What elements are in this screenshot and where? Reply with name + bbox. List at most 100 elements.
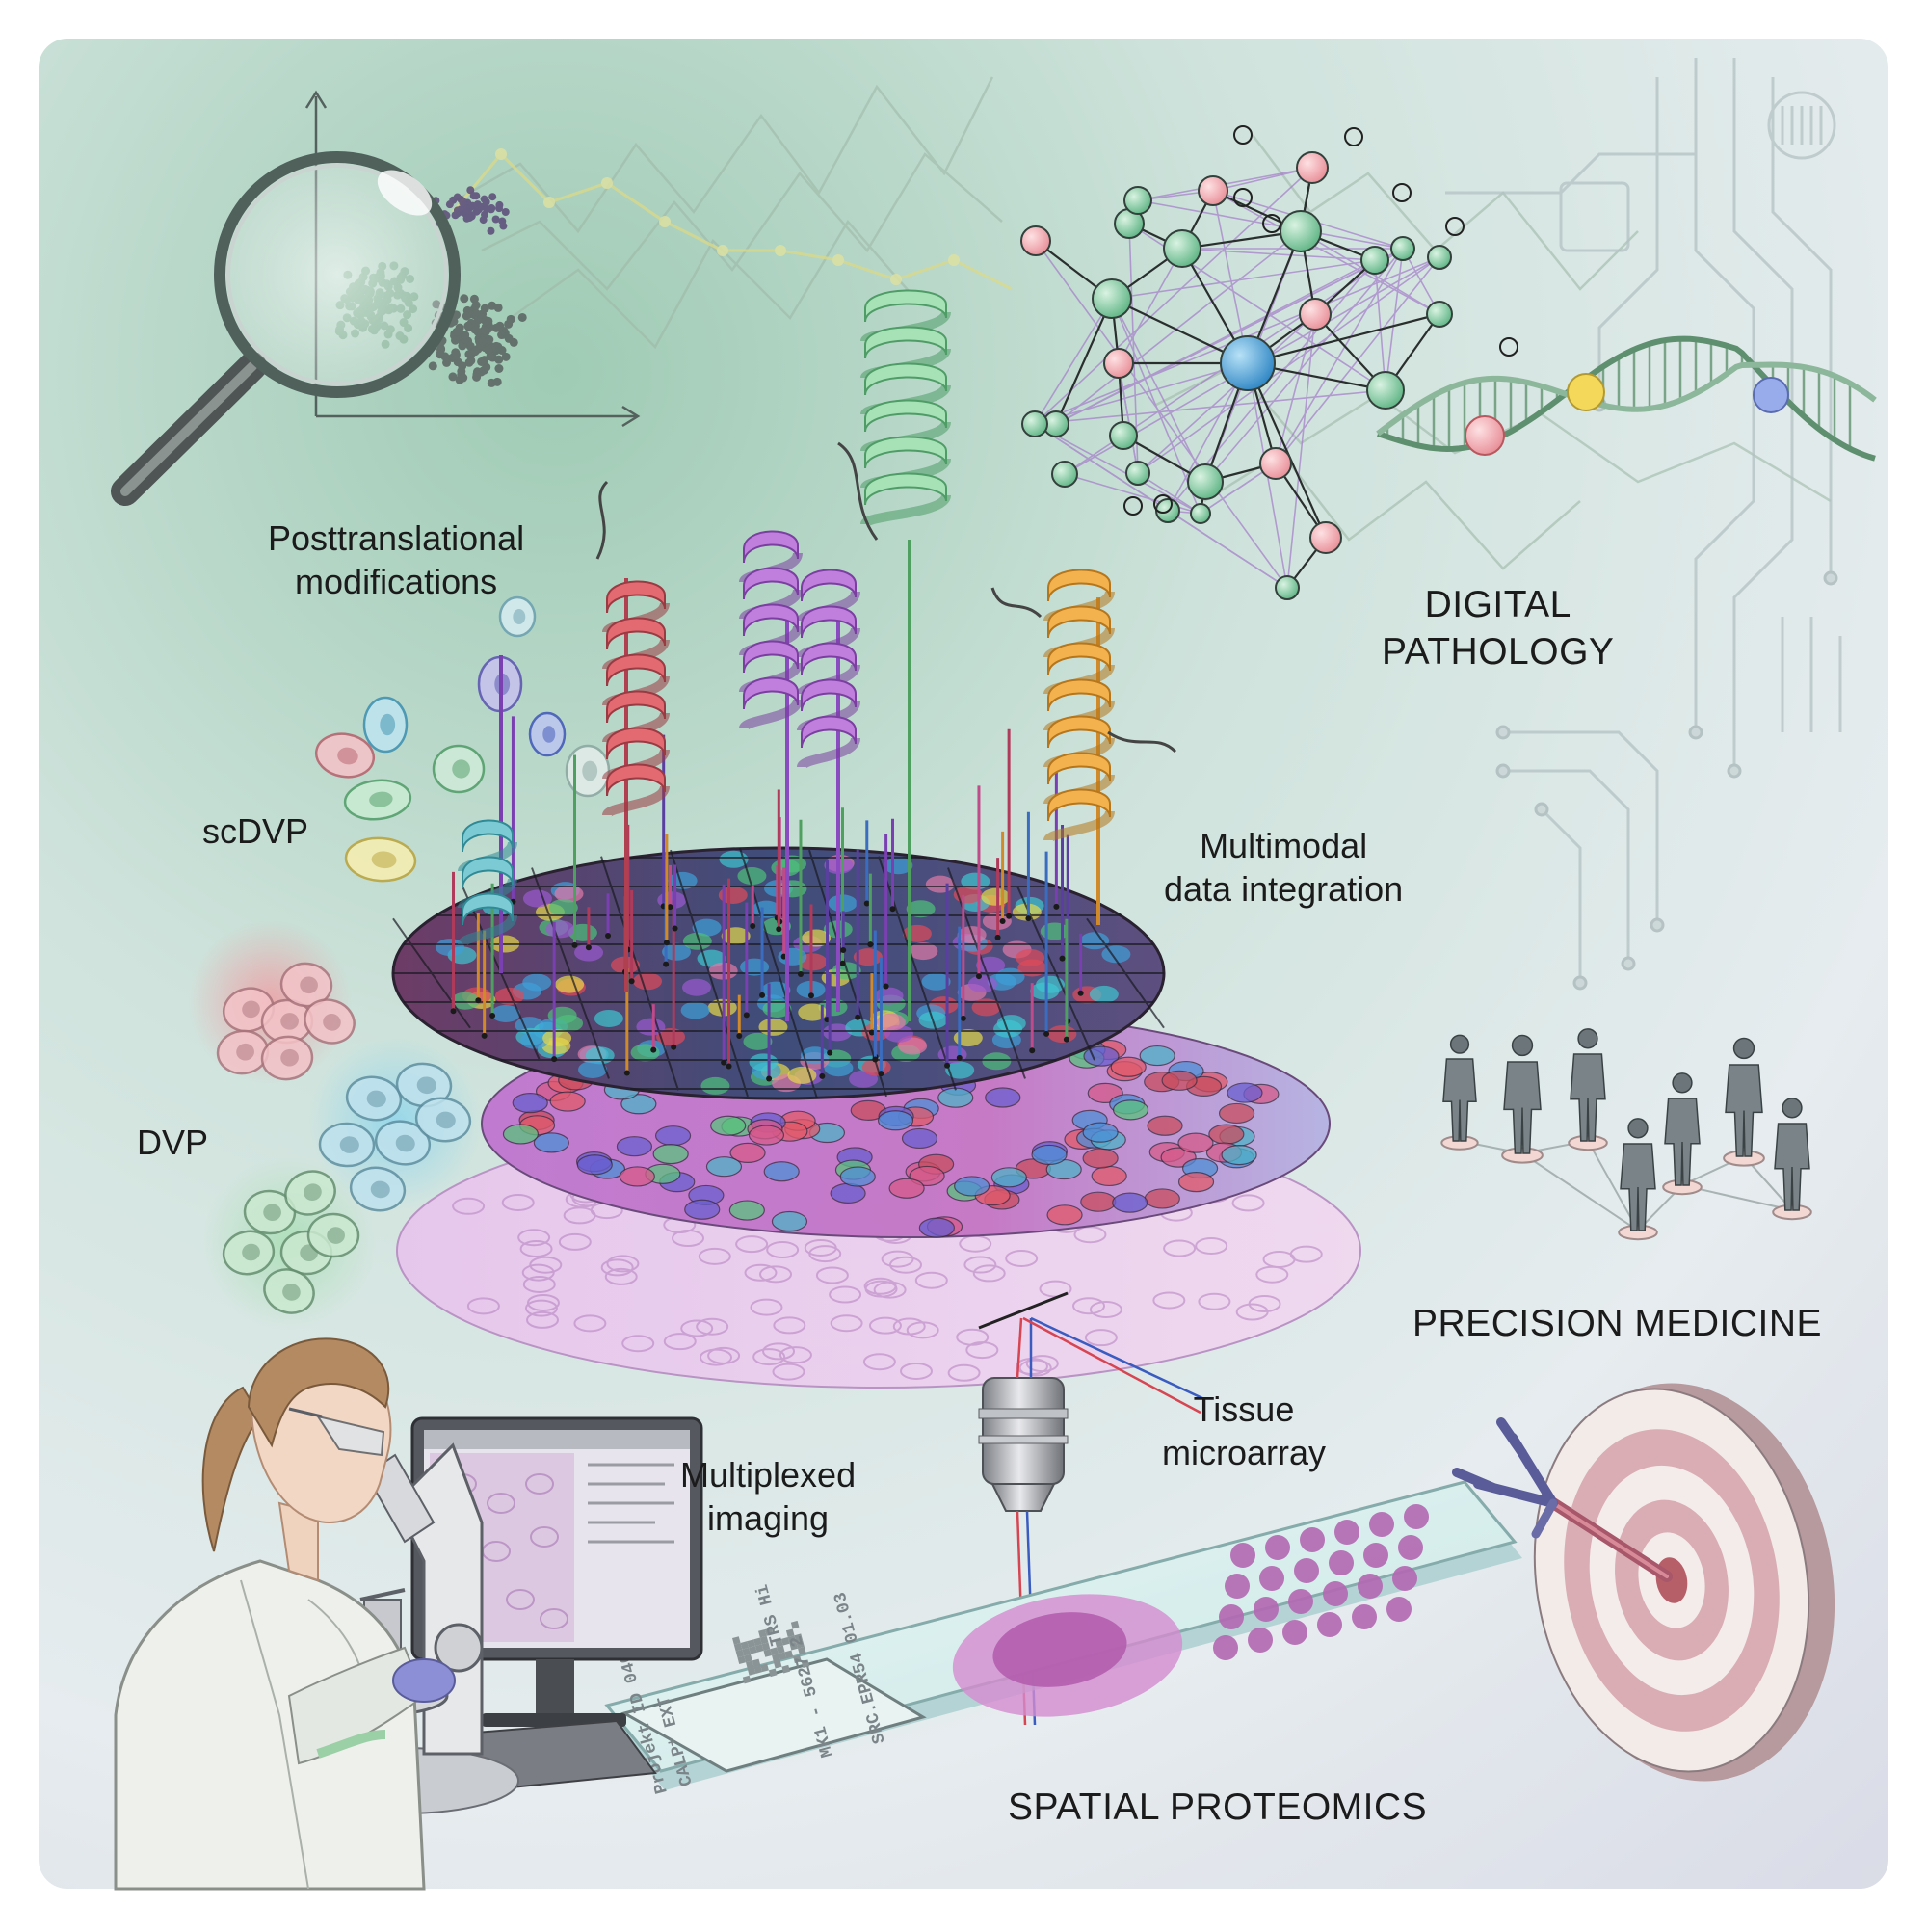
helix-strand xyxy=(837,441,879,541)
tissue-cell xyxy=(956,1328,990,1346)
label-mi-line1: Multiplexed xyxy=(680,1455,857,1495)
pin-base xyxy=(807,992,814,999)
barcode-cell xyxy=(753,1665,763,1674)
barcode-cell xyxy=(789,1641,799,1651)
network-edge-thin xyxy=(1212,190,1249,364)
barcode-cell xyxy=(773,1659,782,1669)
scatter-point xyxy=(487,205,495,214)
person-icon xyxy=(1568,1028,1608,1151)
cell-icon xyxy=(318,1122,376,1168)
tissue-cell xyxy=(578,1060,608,1078)
tissue-cell xyxy=(1083,1045,1120,1067)
scatter-point xyxy=(463,321,473,331)
tma-spot xyxy=(1363,1543,1388,1568)
scatter-point xyxy=(517,312,527,322)
tissue-cell xyxy=(876,1013,906,1031)
network-node-small xyxy=(1499,337,1518,357)
barcode-cell xyxy=(747,1667,756,1676)
patient-group xyxy=(1440,1028,1812,1241)
cells-scdvp xyxy=(314,595,611,883)
tissue-cell xyxy=(1046,1204,1083,1226)
cell-icon xyxy=(374,1120,432,1166)
protein-helix xyxy=(458,819,517,947)
tissue-cell xyxy=(752,1348,786,1366)
scatter-point xyxy=(462,311,471,321)
tissue-cell xyxy=(1072,1297,1106,1315)
cells-dvp xyxy=(216,962,472,1314)
network-edge-thin xyxy=(1111,259,1376,300)
tissue-cell xyxy=(901,1127,938,1150)
scatter-point xyxy=(501,352,511,361)
barcode-cell xyxy=(742,1647,751,1656)
network-node-small xyxy=(1445,217,1465,236)
cell-icon xyxy=(498,595,537,638)
label-multimodal-data-integration: Multimodal data integration xyxy=(1164,824,1403,911)
tma-spot xyxy=(1334,1520,1359,1545)
tissue-cell xyxy=(737,867,767,886)
tissue-cell xyxy=(636,1018,666,1036)
scatter-point xyxy=(472,372,482,382)
scatter-point xyxy=(506,314,515,324)
tissue-cell xyxy=(1152,1291,1186,1310)
network-node xyxy=(1360,246,1389,275)
barcode-cell xyxy=(794,1633,804,1642)
grid-line xyxy=(670,849,749,1098)
barcode-cell xyxy=(749,1646,757,1654)
scatter-point xyxy=(495,200,504,209)
network-edge xyxy=(1246,362,1328,539)
tissue-cell xyxy=(662,942,692,961)
pin-base xyxy=(863,900,870,907)
tissue-cell xyxy=(698,1247,731,1265)
tissue-cell xyxy=(604,1267,638,1285)
tissue-cell xyxy=(1112,1099,1149,1121)
scientist xyxy=(114,1337,456,1891)
grid-line xyxy=(1086,917,1165,1029)
tissue-cell xyxy=(1025,1355,1059,1373)
scatter-point xyxy=(457,366,466,376)
pin-base xyxy=(878,1071,884,1077)
label-digital-pathology: DIGITAL PATHOLOGY xyxy=(1382,582,1614,676)
tissue-cell xyxy=(517,1229,551,1247)
tissue-cell xyxy=(1195,1237,1228,1256)
cell-icon xyxy=(279,962,333,1008)
scatter-point xyxy=(467,211,476,220)
tissue-cell xyxy=(862,1353,896,1371)
network-node-small xyxy=(1233,125,1253,145)
pin-base xyxy=(623,1070,630,1076)
tissue-cell xyxy=(1147,1115,1183,1136)
tissue-cell xyxy=(710,1115,747,1136)
pin-base xyxy=(736,1032,743,1039)
pin-base xyxy=(956,1054,963,1061)
tissue-cell xyxy=(512,1093,548,1114)
antibody-icon xyxy=(1452,1417,1673,1582)
barcode-cell xyxy=(735,1649,745,1658)
network-node-small xyxy=(1392,183,1412,202)
scatter-point xyxy=(466,186,475,195)
tissue-cell xyxy=(1016,948,1045,966)
pin-base xyxy=(975,973,982,980)
tma-spot xyxy=(1259,1566,1284,1591)
tissue-cell xyxy=(749,1053,779,1072)
tissue-cell xyxy=(680,1001,710,1019)
network-node xyxy=(1125,461,1150,486)
scatter-point xyxy=(472,192,481,200)
network-node xyxy=(1163,229,1201,268)
tissue-cell xyxy=(954,1176,990,1197)
network-edge-thin xyxy=(1374,259,1386,391)
tissue-cell xyxy=(573,1314,607,1333)
tma-spot xyxy=(1323,1581,1348,1606)
protein-helix-icon xyxy=(458,289,1177,947)
network-edge-thin xyxy=(1204,248,1404,483)
barcode-cell xyxy=(754,1644,764,1653)
tissue-cell xyxy=(1208,1124,1245,1145)
tma-spot xyxy=(1404,1504,1429,1529)
protein-helix xyxy=(797,569,860,770)
tissue-cell xyxy=(452,1197,486,1215)
protein-helix xyxy=(860,289,951,529)
barcode-cell xyxy=(746,1660,754,1669)
cell-icon xyxy=(344,836,417,883)
label-multimodal-line2: data integration xyxy=(1164,869,1404,909)
barcode-cell xyxy=(801,1659,810,1669)
network-node xyxy=(1259,447,1292,480)
